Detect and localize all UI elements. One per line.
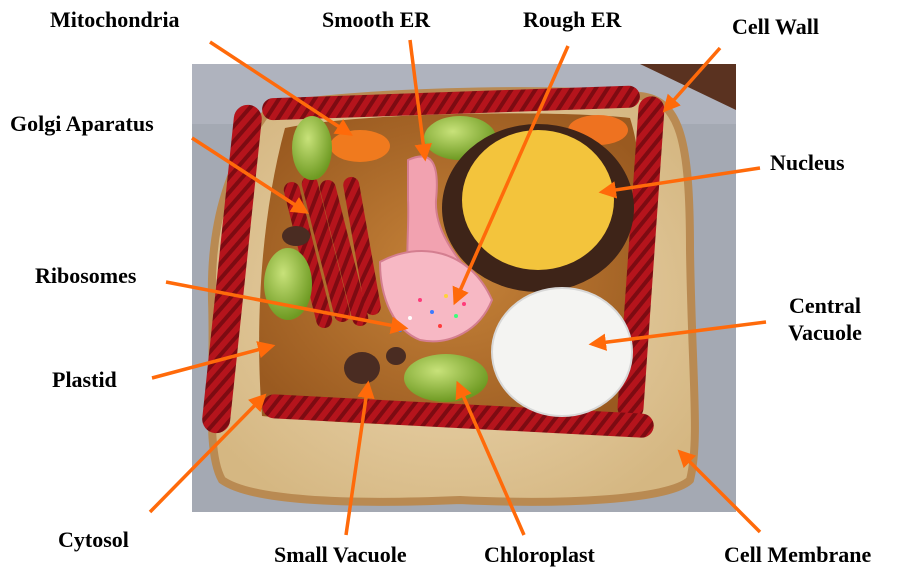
arrow-chloroplast <box>455 380 526 536</box>
grape-bottom <box>404 354 488 402</box>
arrow-rough-er <box>452 45 570 306</box>
label-central-vacuole-line2: Vacuole <box>788 320 862 345</box>
jellybean-mitochondria <box>330 130 390 162</box>
chocolate-bar-edge <box>640 64 736 110</box>
arrow-nucleus <box>598 166 761 199</box>
nucleus-disc <box>462 130 614 270</box>
label-cell-wall: Cell Wall <box>732 14 819 39</box>
arrow-cell-wall <box>662 46 722 113</box>
arrow-cytosol <box>148 393 267 514</box>
label-cytosol: Cytosol <box>58 527 129 552</box>
label-central-vacuole: Central Vacuole <box>770 292 880 346</box>
arrow-smooth-er <box>408 39 432 162</box>
arrow-mitochondria <box>209 40 353 136</box>
chocolate-chip-mid <box>386 347 406 365</box>
arrow-plastid <box>151 341 276 380</box>
label-nucleus: Nucleus <box>770 150 845 175</box>
arrow-golgi <box>191 136 309 214</box>
label-mitochondria: Mitochondria <box>50 7 180 32</box>
label-chloroplast: Chloroplast <box>484 542 595 567</box>
label-rough-er: Rough ER <box>523 7 622 32</box>
arrow-cell-membrane <box>677 449 762 534</box>
golgi-licorice <box>283 175 381 329</box>
label-cell-membrane: Cell Membrane <box>724 542 872 567</box>
label-smooth-er: Smooth ER <box>322 7 431 32</box>
label-golgi-apparatus: Golgi Aparatus <box>10 111 154 136</box>
licorice-bottom <box>262 394 654 438</box>
label-small-vacuole: Small Vacuole <box>274 542 407 567</box>
photo <box>192 64 736 512</box>
arrow-ribosomes <box>165 280 409 334</box>
arrow-small-vacuole <box>344 380 375 536</box>
label-ribosomes: Ribosomes <box>35 263 137 288</box>
licorice-left <box>202 104 262 434</box>
label-arrows <box>148 39 767 536</box>
label-central-vacuole-line1: Central <box>788 293 862 318</box>
label-plastid: Plastid <box>52 367 117 392</box>
marshmallow-central-vacuole <box>491 287 633 417</box>
chocolate-chip-small-vacuole <box>344 352 380 384</box>
arrow-central-vacuole <box>588 320 767 351</box>
chocolate-chip-left <box>282 226 310 246</box>
grape-top-left <box>292 116 332 180</box>
